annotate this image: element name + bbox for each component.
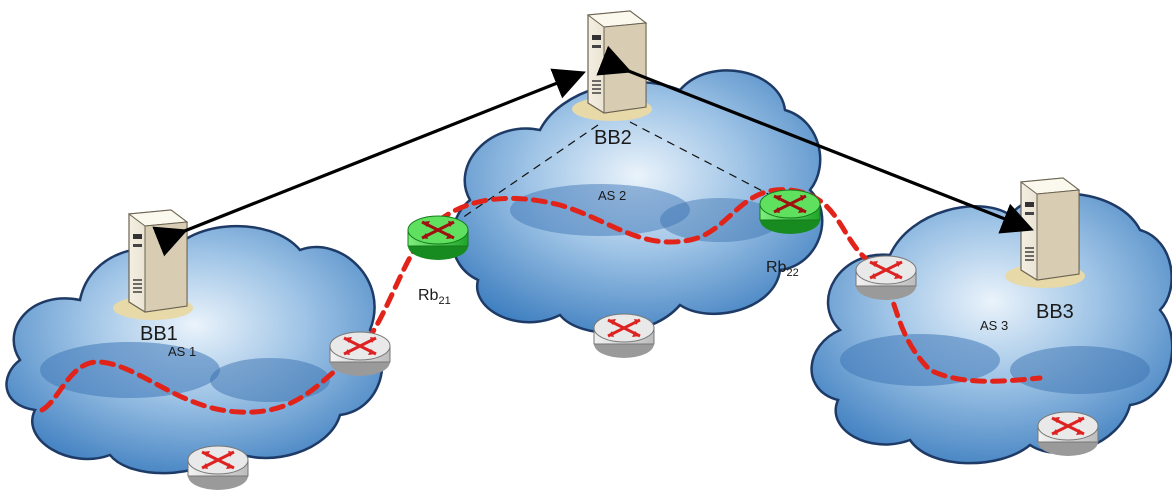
router-label-rb22: Rb22 bbox=[766, 259, 799, 279]
as-label-1: AS 1 bbox=[168, 344, 196, 359]
router-icon-as2-internal bbox=[592, 312, 656, 360]
signaling-arrows bbox=[152, 45, 1034, 257]
as-label-2: AS 2 bbox=[598, 188, 626, 203]
router-icon-as3-border bbox=[854, 254, 918, 302]
router-icon-rb21 bbox=[406, 214, 470, 262]
server-label-bb2: BB2 bbox=[594, 127, 632, 149]
router-icon-rb22 bbox=[758, 188, 822, 236]
router-icon-as3-internal bbox=[1036, 410, 1100, 458]
server-icon-bb2 bbox=[571, 10, 653, 122]
server-label-bb1: BB1 bbox=[140, 323, 178, 345]
as-label-3: AS 3 bbox=[980, 318, 1008, 333]
server-label-bb3: BB3 bbox=[1036, 301, 1074, 323]
router-label-rb21: Rb21 bbox=[418, 287, 451, 307]
router-icon-as1-internal bbox=[186, 444, 250, 492]
router-icon-as1-border bbox=[328, 330, 392, 378]
cloud-icon-as1 bbox=[5, 224, 384, 475]
